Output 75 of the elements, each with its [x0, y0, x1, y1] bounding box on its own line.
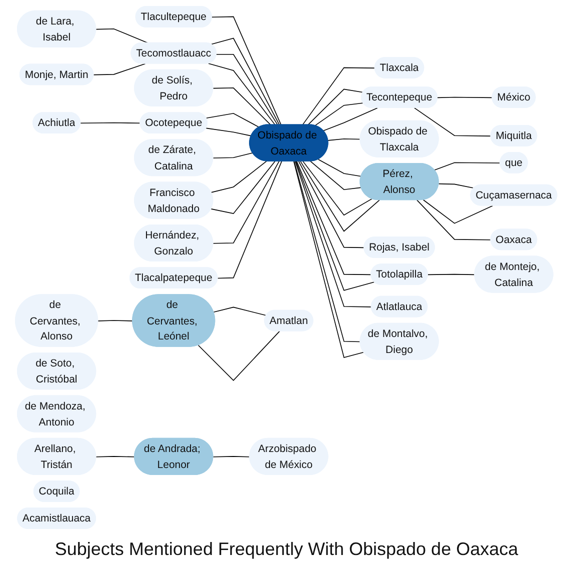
- connector-line: [96, 28, 150, 44]
- connector-line: [98, 320, 134, 322]
- topic-node: Atlatlauca: [371, 296, 428, 318]
- topic-node: México: [492, 86, 536, 108]
- connector-line: [302, 160, 373, 216]
- connector-line: [208, 63, 276, 126]
- topic-node: Totolapilla: [370, 264, 428, 285]
- connector-line: [213, 152, 254, 158]
- topic-node: de Montalvo, Diego: [360, 322, 440, 360]
- topic-node: Monje, Martin: [20, 64, 94, 86]
- connector-line: [94, 63, 146, 76]
- connector-line: [206, 112, 260, 128]
- connector-line: [308, 88, 364, 126]
- connector-line: [314, 102, 364, 126]
- topic-node: Amatlan: [264, 310, 314, 332]
- topic-node: de Cervantes, Leónel: [132, 294, 216, 347]
- topic-node: de Zárate, Catalina: [134, 139, 214, 176]
- topic-node: Miquitla: [490, 124, 538, 146]
- connector-line: [96, 456, 136, 458]
- topic-node: Acamistlauaca: [17, 508, 96, 529]
- connector-line: [214, 306, 268, 316]
- topic-node: Arellano, Tristán: [17, 438, 96, 475]
- connector-line: [206, 128, 252, 136]
- connector-line: [414, 108, 492, 136]
- topic-node: que: [500, 152, 528, 174]
- topic-node: de Lara, Isabel: [17, 10, 96, 48]
- topic-node: Tecomostlauacc: [131, 42, 217, 64]
- topic-node: Coquila: [34, 480, 80, 502]
- diagram-title: Subjects Mentioned Frequently With Obispado de Oaxaca: [54, 538, 518, 561]
- connector-line: [428, 274, 476, 276]
- connector-line: [328, 138, 362, 141]
- connector-line: [300, 160, 380, 232]
- topic-node: de Solís, Pedro: [134, 69, 214, 106]
- topic-node: Tlacultepeque: [136, 6, 212, 28]
- connector-line: [323, 108, 378, 132]
- topic-node: Achiutla: [32, 112, 81, 134]
- connector-line: [318, 159, 362, 177]
- topic-node: Tlacalpatepeque: [130, 267, 218, 288]
- connector-line: [218, 160, 282, 279]
- topic-node: Ocotepeque: [140, 112, 208, 134]
- connector-line: [213, 160, 280, 244]
- topic-node: Hernández, Gonzalo: [134, 224, 214, 262]
- topic-node: Oaxaca: [490, 228, 538, 250]
- connector-line: [437, 96, 494, 98]
- topic-node: de Mendoza, Antonio: [17, 395, 96, 432]
- connector-line: [298, 160, 366, 248]
- topic-node: Rojas, Isabel: [364, 236, 436, 258]
- connector-line: [423, 199, 494, 224]
- connector-line: [216, 54, 279, 126]
- connector-line: [296, 160, 372, 276]
- connector-line: [302, 67, 376, 126]
- topic-node: Tecontepeque: [361, 86, 438, 108]
- central-topic-node: Obispado de Oaxaca: [250, 124, 329, 162]
- topic-node: de Soto, Cristóbal: [17, 352, 96, 390]
- topic-node: de Cervantes, Alonso: [15, 294, 98, 347]
- connector-line: [213, 88, 272, 126]
- topic-node: Cuçamasernaca: [470, 184, 558, 206]
- connector-line: [211, 160, 276, 214]
- topic-node: Tlaxcala: [374, 57, 424, 78]
- topic-node: Pérez, Alonso: [360, 163, 440, 200]
- topic-node: Francisco Maldonado: [134, 182, 214, 219]
- connector-line: [212, 16, 282, 126]
- connector-line: [211, 160, 268, 193]
- connector-line: [416, 200, 492, 240]
- topic-node: Obispado de Tlaxcala: [360, 120, 440, 158]
- connector-line: [213, 456, 251, 458]
- connector-line: [438, 183, 475, 188]
- topic-node: de Montejo, Catalina: [474, 256, 554, 293]
- topic-node: Arzobispado de México: [250, 438, 329, 475]
- connector-line: [80, 122, 142, 124]
- connector-line: [210, 38, 280, 126]
- connector-line: [310, 160, 362, 190]
- connector-line: [198, 330, 280, 381]
- topic-node: de Andrada; Leonor: [134, 438, 214, 475]
- connector-line: [434, 162, 502, 170]
